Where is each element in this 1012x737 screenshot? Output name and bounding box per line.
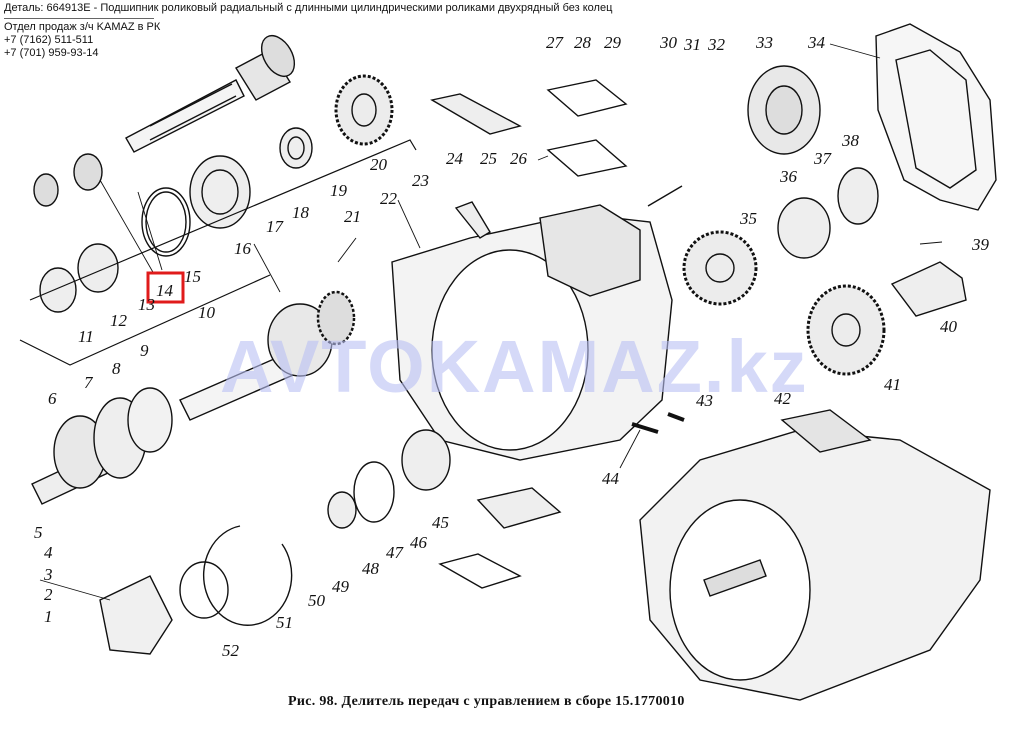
- callout-44: 44: [602, 469, 620, 488]
- gear-35: [682, 230, 758, 306]
- callout-46: 46: [410, 533, 428, 552]
- shaft-40: [890, 261, 967, 317]
- callout-38: 38: [841, 131, 860, 150]
- callout-19: 19: [330, 181, 348, 200]
- gear-20: [334, 74, 394, 146]
- gasket-26: [546, 139, 628, 177]
- ring-52: [179, 561, 229, 619]
- callout-41: 41: [884, 375, 901, 394]
- pin-44: [631, 422, 659, 434]
- bearing-36: [777, 197, 831, 259]
- callout-4: 4: [44, 543, 53, 562]
- phone-2: +7 (701) 959-93-14: [4, 47, 99, 59]
- header-info: Деталь: 664913E - Подшипник роликовый ра…: [4, 2, 612, 60]
- snap-ring-15: [141, 187, 191, 257]
- callout-8: 8: [112, 359, 121, 378]
- callouts: 1 2 3 4 5 6 7 8 9 10 11 12 13 14 15 16 1…: [34, 33, 990, 660]
- callout-29: 29: [604, 33, 622, 52]
- roller-cage-14: [73, 153, 103, 191]
- cover-plate: [476, 487, 562, 529]
- callout-40: 40: [940, 317, 958, 336]
- callout-23: 23: [412, 171, 429, 190]
- callout-24: 24: [446, 149, 464, 168]
- callout-26: 26: [510, 149, 528, 168]
- callout-9: 9: [140, 341, 149, 360]
- gear-41: [806, 284, 886, 376]
- header-divider: [4, 18, 154, 19]
- callout-21: 21: [344, 207, 361, 226]
- callout-12: 12: [110, 311, 128, 330]
- phone-1: +7 (7162) 511-511: [4, 34, 94, 46]
- assembly-42: [639, 409, 991, 701]
- callout-33: 33: [755, 33, 773, 52]
- callout-10: 10: [198, 303, 216, 322]
- cover-top: [430, 93, 522, 135]
- bearing-38: [837, 167, 879, 225]
- callout-2: 2: [44, 585, 53, 604]
- secondary-shaft: [179, 290, 356, 421]
- cover-3: [99, 575, 173, 655]
- callout-35: 35: [739, 209, 757, 228]
- callout-13: 13: [138, 295, 155, 314]
- callout-51: 51: [276, 613, 293, 632]
- callout-11: 11: [78, 327, 94, 346]
- roller-cage-13: [33, 173, 59, 207]
- callout-6: 6: [48, 389, 57, 408]
- callout-32: 32: [707, 35, 726, 54]
- callout-15: 15: [184, 267, 201, 286]
- gasket-34: [875, 23, 997, 211]
- callout-39: 39: [971, 235, 990, 254]
- callout-50: 50: [308, 591, 326, 610]
- contact-title: Отдел продаж з/ч KAMAZ в РК: [4, 21, 161, 33]
- callout-17: 17: [266, 217, 285, 236]
- callout-47: 47: [386, 543, 405, 562]
- callout-34: 34: [807, 33, 826, 52]
- callout-28: 28: [574, 33, 592, 52]
- callout-37: 37: [813, 149, 833, 168]
- callout-5: 5: [34, 523, 43, 542]
- gasket-29: [546, 79, 628, 117]
- bushing-19: [279, 127, 313, 169]
- callout-25: 25: [480, 149, 497, 168]
- bolt-24: [454, 201, 491, 239]
- stud-30: [647, 185, 683, 207]
- output-flange: [31, 387, 173, 505]
- callout-49: 49: [332, 577, 350, 596]
- callout-43: 43: [696, 391, 713, 410]
- part-title: Деталь: 664913E - Подшипник роликовый ра…: [4, 2, 613, 14]
- watermark: AVTOKAMAZ.kz: [220, 325, 809, 408]
- callout-7: 7: [84, 373, 94, 392]
- figure-caption: Рис. 98. Делитель передач с управлением …: [288, 694, 685, 709]
- seal-12: [77, 243, 119, 293]
- leader-lines: [39, 43, 943, 601]
- callout-14: 14: [156, 281, 174, 300]
- callout-27: 27: [546, 33, 565, 52]
- callout-16: 16: [234, 239, 252, 258]
- gasket-plate: [438, 553, 522, 589]
- parts-drawing: [19, 23, 997, 701]
- snap-ring-51: [202, 525, 293, 626]
- highlight-box: [146, 271, 185, 304]
- callout-52: 52: [222, 641, 240, 660]
- housing-22: [391, 204, 673, 461]
- washer-47: [327, 491, 357, 529]
- callout-1: 1: [44, 607, 53, 626]
- callout-18: 18: [292, 203, 310, 222]
- callout-22: 22: [380, 189, 398, 208]
- callout-31: 31: [683, 35, 701, 54]
- callout-3: 3: [43, 565, 53, 584]
- primary-shaft: [125, 35, 296, 153]
- pin-43: [667, 412, 685, 422]
- callout-36: 36: [779, 167, 798, 186]
- callout-30: 30: [659, 33, 678, 52]
- callout-42: 42: [774, 389, 792, 408]
- callout-45: 45: [432, 513, 449, 532]
- bearing-16: [189, 155, 251, 229]
- ring-46: [353, 461, 395, 523]
- callout-48: 48: [362, 559, 380, 578]
- bearing-45: [401, 429, 451, 491]
- seal-11: [39, 267, 77, 313]
- callout-20: 20: [370, 155, 388, 174]
